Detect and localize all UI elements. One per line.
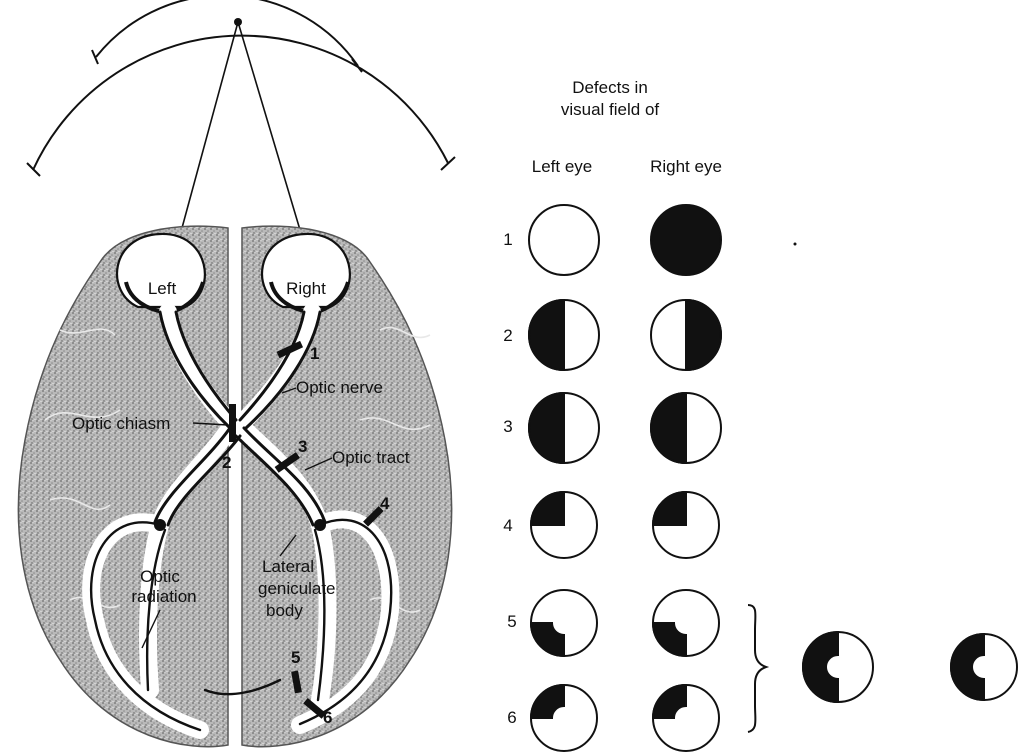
field-6-right-eye: [653, 685, 719, 751]
lesion-number-2: 2: [222, 453, 231, 472]
field-4-right-eye: [653, 492, 719, 558]
field-5-left-eye: [531, 590, 597, 656]
brace-rows-5-6: [748, 605, 766, 732]
right-eyeball: [262, 234, 350, 313]
label-lgb-2: geniculate: [258, 579, 336, 598]
lesion-2-bar: [229, 404, 236, 442]
row-number-3: 3: [503, 417, 512, 436]
row-number-1: 1: [503, 230, 512, 249]
row-number-5: 5: [507, 612, 516, 631]
stray-dot: [794, 243, 797, 246]
label-optic-tract: Optic tract: [332, 448, 410, 467]
row-number-6: 6: [507, 708, 516, 727]
label-optic-radiation-2: radiation: [131, 587, 196, 606]
visual-field-arc: [27, 0, 455, 250]
lesion-number-1: 1: [310, 344, 319, 363]
lesion-number-5: 5: [291, 648, 300, 667]
label-left-eye: Left: [148, 279, 177, 298]
column-right-eye: Right eye: [650, 157, 722, 176]
combined-field-right-eye: [951, 634, 1017, 700]
field-1-right-eye: [651, 205, 721, 275]
combined-field-left-eye: [803, 632, 873, 702]
column-left-eye: Left eye: [532, 157, 593, 176]
label-optic-chiasm: Optic chiasm: [72, 414, 170, 433]
left-eyeball: [117, 234, 205, 313]
field-3-left-eye: [529, 393, 599, 463]
label-optic-nerve: Optic nerve: [296, 378, 383, 397]
defects-heading-line1: Defects in: [572, 78, 648, 97]
field-6-left-eye: [531, 685, 597, 751]
lesion-number-3: 3: [298, 437, 307, 456]
row-number-2: 2: [503, 326, 512, 345]
field-4-left-eye: [531, 492, 597, 558]
lesion-number-6: 6: [323, 708, 332, 727]
label-optic-radiation-1: Optic: [140, 567, 180, 586]
label-right-eye: Right: [286, 279, 326, 298]
label-lgb-3: body: [266, 601, 303, 620]
defects-heading-line2: visual field of: [561, 100, 660, 119]
sight-line-left: [176, 22, 238, 250]
field-5-right-eye: [653, 590, 719, 656]
field-2-right-eye: [651, 300, 721, 370]
field-1-left-eye: [529, 205, 599, 275]
brain: [18, 226, 451, 747]
sight-line-right: [238, 22, 306, 250]
lesion-number-4: 4: [380, 494, 390, 513]
field-2-left-eye: [529, 300, 599, 370]
row-number-4: 4: [503, 516, 512, 535]
field-3-right-eye: [651, 393, 721, 463]
label-lgb-1: Lateral: [262, 557, 314, 576]
left-lgb: [154, 519, 166, 531]
right-lgb: [314, 519, 326, 531]
